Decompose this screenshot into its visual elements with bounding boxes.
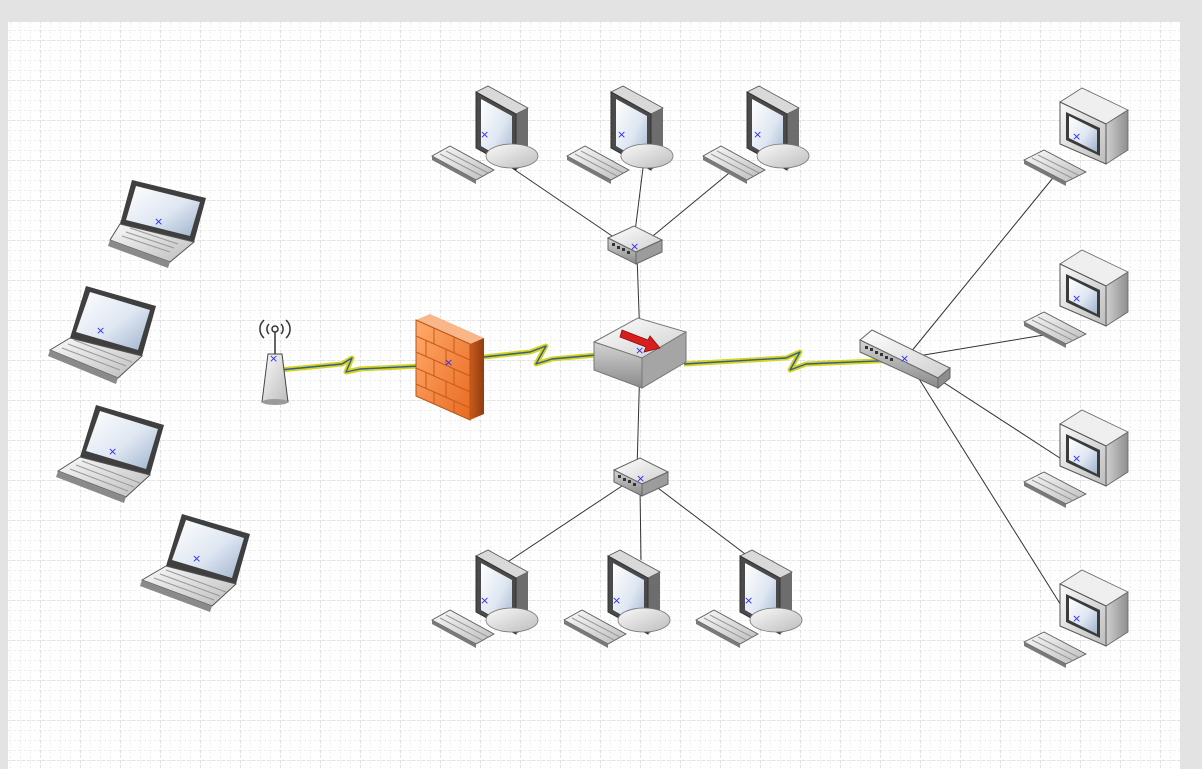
crt-pc-icon [1023,569,1129,668]
router-icon [592,317,688,389]
pc-right-3[interactable]: × [1023,409,1129,508]
right-scroll-gutter [1180,22,1202,769]
firewall-icon [415,314,484,421]
hub-icon [606,225,664,265]
pc-right-1[interactable]: × [1023,87,1129,186]
link-switch-pc-right-4[interactable] [905,357,1065,611]
workstation-bottom-3[interactable]: × [695,549,803,648]
workstation-bottom-1[interactable]: × [431,549,539,648]
selection-marker: × [744,594,753,607]
laptop-icon [48,286,156,384]
switch[interactable]: × [859,329,951,390]
laptop-1[interactable]: × [108,180,206,268]
pc-right-2[interactable]: × [1023,249,1129,348]
selection-marker: × [753,128,762,141]
selection-marker: × [480,128,489,141]
lcd-workstation-icon [563,549,671,648]
router[interactable]: × [592,317,688,389]
laptop-icon [108,180,206,268]
lcd-workstation-icon [431,85,539,184]
selection-marker: × [269,352,278,365]
selection-marker: × [1072,130,1081,143]
wireless-access-point[interactable]: × [259,319,291,405]
link-router-switch[interactable] [683,349,901,373]
wireless-access-point-icon [259,319,291,405]
selection-marker: × [900,352,909,365]
laptop-3[interactable]: × [56,405,164,503]
lcd-workstation-icon [702,85,810,184]
workstation-bottom-2[interactable]: × [563,549,671,648]
hub-bottom[interactable]: × [612,457,670,497]
crt-pc-icon [1023,249,1129,348]
selection-marker: × [1072,292,1081,305]
selection-marker: × [630,240,639,253]
links-layer [279,163,1067,611]
selection-marker: × [636,472,645,485]
link-firewall-router[interactable] [483,343,597,367]
crt-pc-icon [1023,87,1129,186]
hub-top[interactable]: × [606,225,664,265]
selection-marker: × [154,215,163,228]
selection-marker: × [1072,612,1081,625]
selection-marker: × [192,552,201,565]
selection-marker: × [96,324,105,337]
link-hub-bottom-workstation-bottom-2[interactable] [639,485,642,561]
lcd-workstation-icon [566,85,674,184]
laptop-2[interactable]: × [48,286,156,384]
lcd-workstation-icon [695,549,803,648]
laptop-4[interactable]: × [140,514,250,612]
crt-pc-icon [1023,409,1129,508]
selection-marker: × [444,356,453,369]
hub-icon [612,457,670,497]
link-switch-pc-right-2[interactable] [905,331,1063,359]
pc-right-4[interactable]: × [1023,569,1129,668]
selection-marker: × [617,128,626,141]
link-hub-bottom-workstation-bottom-1[interactable] [502,481,629,566]
link-switch-pc-right-1[interactable] [905,167,1062,359]
workstation-top-1[interactable]: × [431,85,539,184]
lcd-workstation-icon [431,549,539,648]
laptop-icon [140,514,250,612]
link-hub-bottom-workstation-bottom-3[interactable] [649,481,758,564]
laptop-icon [56,405,164,503]
selection-marker: × [635,344,644,357]
selection-marker: × [480,594,489,607]
workstation-top-2[interactable]: × [566,85,674,184]
link-ap-firewall[interactable] [279,355,421,375]
switch-icon [859,329,951,390]
selection-marker: × [1072,452,1081,465]
selection-marker: × [108,445,117,458]
grid-pattern [8,22,1180,769]
firewall[interactable]: × [415,314,484,421]
link-hub-top-workstation-top-1[interactable] [511,167,619,241]
link-hub-top-workstation-top-3[interactable] [647,163,741,241]
workstation-top-3[interactable]: × [702,85,810,184]
selection-marker: × [612,594,621,607]
